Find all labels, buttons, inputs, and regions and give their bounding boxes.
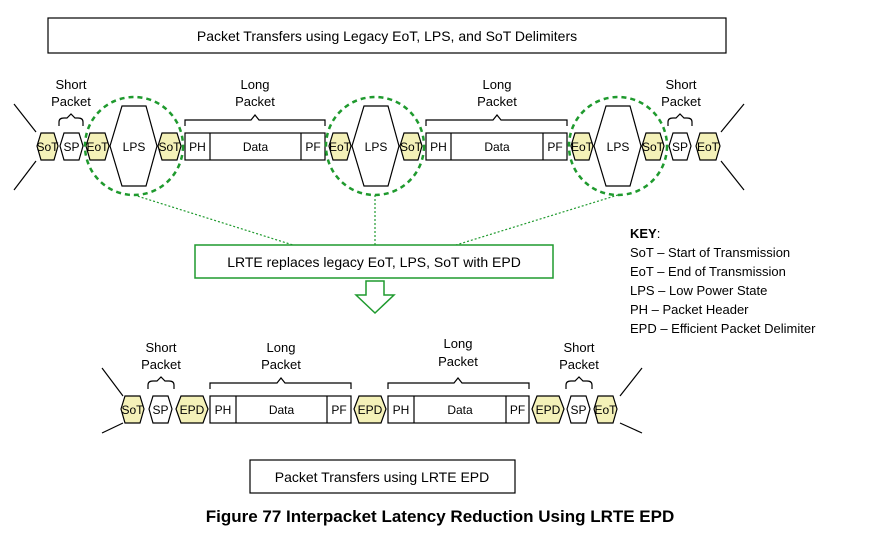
key-item-lps: LPS – Low Power State bbox=[630, 283, 767, 298]
replace-caption-box bbox=[194, 244, 554, 279]
bottom-sot-label: SoT bbox=[121, 403, 144, 417]
bottom-pf-2-label: PF bbox=[510, 403, 525, 417]
top-long-label-2b: Packet bbox=[477, 94, 517, 109]
top-eot-1-label: EoT bbox=[86, 140, 109, 154]
top-sot-1 bbox=[36, 132, 59, 161]
top-lps-1 bbox=[109, 105, 158, 187]
bottom-sp-2-label: SP bbox=[570, 403, 586, 417]
bottom-data-1-label: Data bbox=[269, 403, 295, 417]
top-title: Packet Transfers using Legacy EoT, LPS, … bbox=[197, 28, 577, 44]
top-row-labels: Short Packet Long Packet Long Packet Sho… bbox=[51, 77, 701, 126]
top-sot-3-label: SoT bbox=[400, 140, 423, 154]
bottom-epd-1 bbox=[175, 395, 209, 424]
bottom-row-labels: Short Packet Long Packet Long Packet Sho… bbox=[141, 336, 599, 389]
top-eot-4 bbox=[695, 132, 721, 161]
bottom-data-2-label: Data bbox=[447, 403, 473, 417]
bottom-pf-1-label: PF bbox=[331, 403, 346, 417]
bottom-epd-2 bbox=[353, 395, 387, 424]
top-short-label-1b: Packet bbox=[51, 94, 91, 109]
bottom-epd-2-label: EPD bbox=[358, 403, 383, 417]
bottom-title: Packet Transfers using LRTE EPD bbox=[275, 469, 490, 485]
key-item-ph: PH – Packet Header bbox=[630, 302, 749, 317]
top-long-packet-1 bbox=[184, 132, 326, 161]
bottom-short-label-1: Short bbox=[145, 340, 176, 355]
bottom-long-label-1b: Packet bbox=[261, 357, 301, 372]
converging-lines bbox=[133, 194, 619, 246]
top-sp-1-label: SP bbox=[63, 140, 79, 154]
bottom-short-label-1b: Packet bbox=[141, 357, 181, 372]
replace-caption: LRTE replaces legacy EoT, LPS, SoT with … bbox=[227, 254, 521, 270]
key-title: KEY: bbox=[630, 226, 660, 241]
bottom-short-label-2b: Packet bbox=[559, 357, 599, 372]
top-eot-3 bbox=[570, 132, 594, 161]
top-lps-3 bbox=[593, 105, 642, 187]
key-item-sot: SoT – Start of Transmission bbox=[630, 245, 790, 260]
top-pf-2-label: PF bbox=[547, 140, 562, 154]
top-data-2-label: Data bbox=[484, 140, 510, 154]
top-short-label-1: Short bbox=[55, 77, 86, 92]
top-sp-2 bbox=[668, 132, 692, 161]
top-eot-4-label: EoT bbox=[697, 140, 720, 154]
bottom-long-label-2b: Packet bbox=[438, 354, 478, 369]
down-arrow-icon bbox=[354, 280, 396, 315]
top-data-1-label: Data bbox=[243, 140, 269, 154]
top-lps-2 bbox=[351, 105, 400, 187]
top-title-box bbox=[47, 17, 727, 54]
top-row-lines bbox=[13, 103, 745, 191]
top-sot-1-label: SoT bbox=[36, 140, 59, 154]
bottom-row: SoT SP EPD PH Data PF EPD PH Data PF EPD… bbox=[120, 395, 618, 424]
bottom-long-label-2: Long bbox=[444, 336, 473, 351]
top-sot-2 bbox=[157, 132, 182, 161]
bottom-sot bbox=[120, 395, 145, 424]
top-short-label-2: Short bbox=[665, 77, 696, 92]
top-eot-2-label: EoT bbox=[329, 140, 352, 154]
bottom-epd-1-label: EPD bbox=[180, 403, 205, 417]
top-long-label-2: Long bbox=[483, 77, 512, 92]
bottom-ph-1-label: PH bbox=[215, 403, 232, 417]
figure-caption: Figure 77 Interpacket Latency Reduction … bbox=[206, 507, 675, 526]
bottom-eot-label: EoT bbox=[594, 403, 617, 417]
top-long-label-1b: Packet bbox=[235, 94, 275, 109]
top-sp-1 bbox=[59, 132, 84, 161]
key-legend: KEY: SoT – Start of Transmission EoT – E… bbox=[630, 226, 816, 336]
bottom-ph-2-label: PH bbox=[393, 403, 410, 417]
top-pf-1-label: PF bbox=[305, 140, 320, 154]
top-short-label-2b: Packet bbox=[661, 94, 701, 109]
bottom-title-box bbox=[249, 459, 516, 494]
top-lps-3-label: LPS bbox=[607, 140, 630, 154]
top-sp-2-label: SP bbox=[672, 140, 688, 154]
top-sot-2-label: SoT bbox=[158, 140, 181, 154]
bottom-sp-1 bbox=[148, 395, 173, 424]
top-long-label-1: Long bbox=[241, 77, 270, 92]
top-ph-2-label: PH bbox=[430, 140, 447, 154]
bottom-long-label-1: Long bbox=[267, 340, 296, 355]
bottom-short-label-2: Short bbox=[563, 340, 594, 355]
bottom-epd-3-label: EPD bbox=[536, 403, 561, 417]
top-lps-2-label: LPS bbox=[365, 140, 388, 154]
bottom-sp-1-label: SP bbox=[152, 403, 168, 417]
key-item-epd: EPD – Efficient Packet Delimiter bbox=[630, 321, 816, 336]
bottom-sp-2 bbox=[566, 395, 591, 424]
top-ph-1-label: PH bbox=[189, 140, 206, 154]
bottom-epd-3 bbox=[531, 395, 565, 424]
bottom-eot bbox=[593, 395, 618, 424]
top-eot-3-label: EoT bbox=[571, 140, 594, 154]
key-item-eot: EoT – End of Transmission bbox=[630, 264, 786, 279]
top-eot-1 bbox=[85, 132, 110, 161]
bottom-row-lines bbox=[101, 367, 643, 434]
top-row: SoT SP EoT LPS SoT PH Data PF EoT LPS So… bbox=[36, 105, 721, 187]
top-sot-3 bbox=[399, 132, 423, 161]
top-sot-4 bbox=[641, 132, 665, 161]
top-eot-2 bbox=[328, 132, 352, 161]
top-sot-4-label: SoT bbox=[642, 140, 665, 154]
top-lps-1-label: LPS bbox=[123, 140, 146, 154]
